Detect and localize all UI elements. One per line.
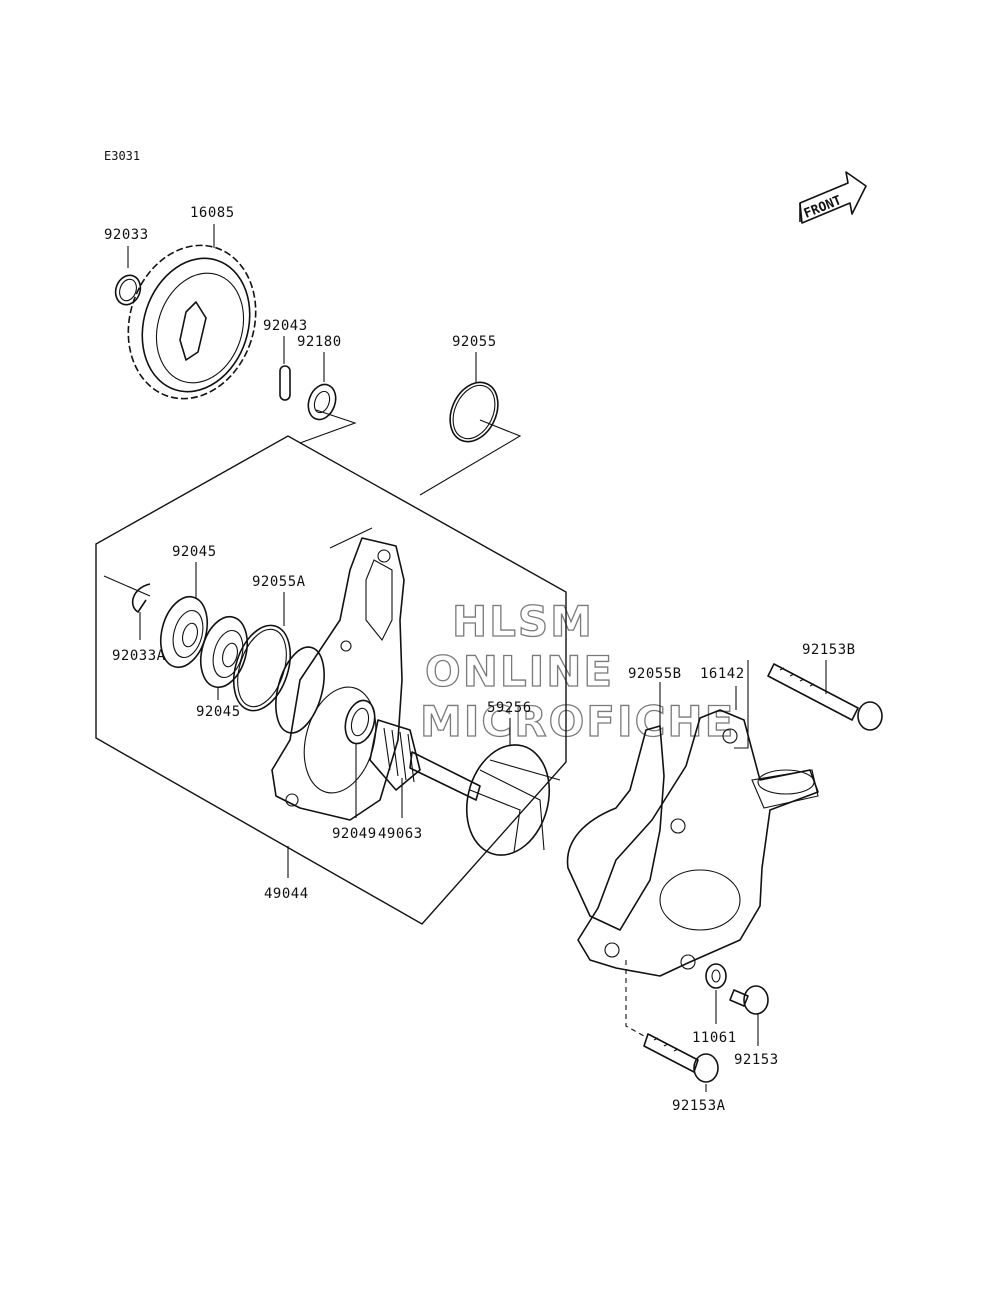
label-92055: 92055 [452, 334, 497, 350]
impeller-59256-icon [409, 744, 561, 856]
washer-11061-icon [705, 963, 727, 989]
label-92055A: 92055A [252, 574, 306, 590]
diagram-code: E3031 [104, 149, 140, 163]
label-11061: 11061 [692, 1030, 737, 1046]
label-49044: 49044 [264, 886, 309, 902]
label-92180: 92180 [297, 334, 342, 350]
label-49063: 49063 [378, 826, 423, 842]
assembly-outline [95, 435, 567, 925]
label-92045-bottom: 92045 [196, 704, 241, 720]
bearing-92045-bottom-icon [199, 615, 249, 689]
bolt-92153-icon [729, 985, 769, 1015]
label-16085: 16085 [190, 205, 235, 221]
bolt-92153A-icon [643, 1033, 719, 1083]
seal-92049-icon [344, 699, 376, 745]
pin-92043-icon [279, 365, 291, 401]
label-92033A: 92033A [112, 648, 166, 664]
label-92033: 92033 [104, 227, 149, 243]
front-label: FRONT [802, 193, 844, 222]
label-92043: 92043 [263, 318, 308, 334]
watermark-line-3: MICROFICHE [420, 697, 735, 746]
mechanical-seal-49063-icon [369, 719, 421, 791]
circlip-92033A-icon [131, 583, 151, 613]
watermark-line-2: ONLINE [425, 647, 614, 696]
cover-16142-icon [577, 709, 819, 977]
label-92049: 92049 [332, 826, 377, 842]
bolt-92153B-icon [767, 663, 883, 731]
label-92153: 92153 [734, 1052, 779, 1068]
washer-92180-icon [307, 383, 337, 421]
label-59256: 59256 [487, 700, 532, 716]
label-92045-top: 92045 [172, 544, 217, 560]
label-92055B: 92055B [628, 666, 682, 682]
label-92153B: 92153B [802, 642, 856, 658]
gear-16085-icon [127, 244, 257, 400]
watermark: HLSM ONLINE MICROFICHE [419, 596, 735, 746]
label-16142: 16142 [700, 666, 745, 682]
gasket-92055B-icon [566, 725, 665, 931]
oring-92055-icon [449, 381, 499, 443]
front-arrow-icon: FRONT [799, 171, 867, 224]
circlip-92033-icon [114, 274, 142, 306]
watermark-line-1: HLSM [452, 597, 594, 646]
label-92153A: 92153A [672, 1098, 726, 1114]
oring-92055A-icon [232, 624, 292, 712]
